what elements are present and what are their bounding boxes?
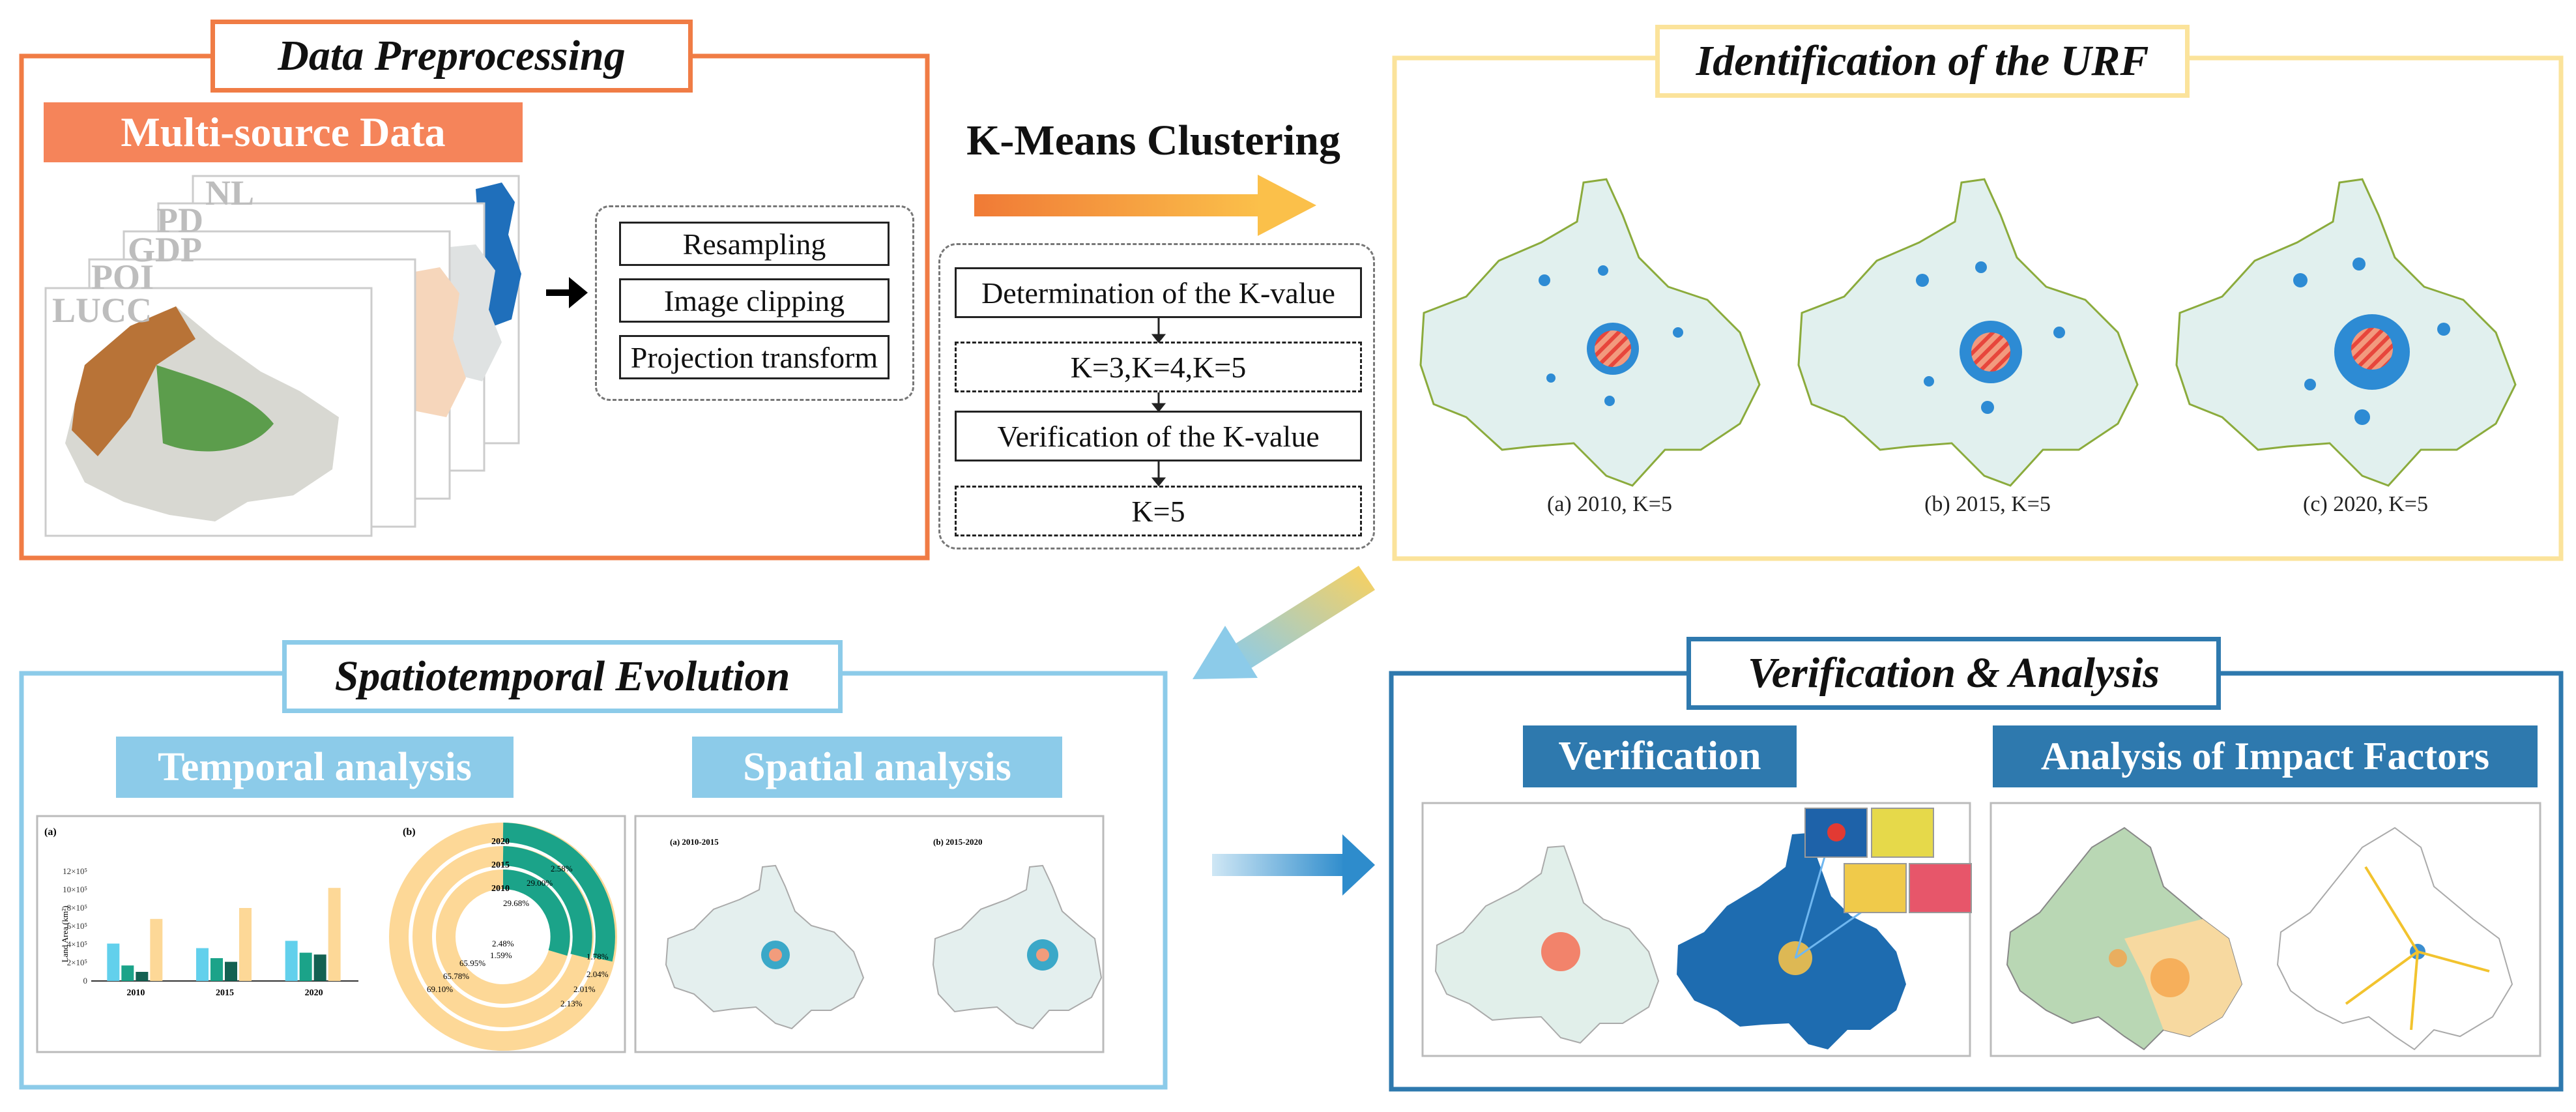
step-image-clipping: Image clipping — [619, 278, 890, 323]
donut-pct-3: 29.68% — [503, 898, 530, 908]
donut-pct-6: 2.48% — [492, 939, 514, 948]
donut-pct-10: 69.10% — [427, 984, 454, 994]
verification-insets — [1804, 808, 1972, 913]
layer-label-poi: POI — [91, 257, 154, 297]
step-k-determination: Determination of the K-value — [955, 267, 1362, 318]
layer-label-lucc: LUCC — [52, 291, 152, 330]
bar-y-tick: 12×10⁵ — [63, 866, 87, 876]
donut-year-2010: 2010 — [491, 884, 510, 894]
impact-map-right — [2276, 827, 2513, 1051]
temporal-analysis-banner: Temporal analysis — [116, 737, 514, 798]
step-k-verification: Verification of the K-value — [955, 411, 1362, 461]
multi-source-data-banner: Multi-source Data — [44, 102, 523, 162]
bar — [210, 958, 223, 981]
urf-map-2010 — [1419, 178, 1761, 487]
diagonal-arrow — [1193, 566, 1375, 679]
preprocessing-steps-container — [595, 205, 914, 401]
temporal-panel-a-label: (a) — [44, 827, 57, 838]
impact-map-left — [2006, 827, 2243, 1051]
layer-label-pd: PD — [156, 201, 203, 240]
layer-label-gdp: GDP — [128, 230, 202, 269]
bar — [150, 918, 163, 981]
urf-title: Identification of the URF — [1655, 25, 2190, 98]
donut-year-2020: 2020 — [491, 837, 510, 847]
bar — [196, 948, 209, 981]
temporal-bar-chart: 0 2×10⁵ 4×10⁵ 6×10⁵ 8×10⁵ 10×10⁵ 12×10⁵ 2010 201… — [63, 866, 358, 998]
bar-category-label: 2010 — [126, 988, 145, 998]
donut-pct-9: 65.78% — [443, 971, 470, 981]
bar — [107, 943, 120, 981]
bar-category-label: 2020 — [305, 988, 323, 998]
donut-pct-1: 2.58% — [551, 864, 573, 873]
temporal-panel-b-label: (b) — [403, 827, 416, 838]
step-k-result: K=5 — [955, 486, 1362, 536]
bar — [285, 941, 298, 981]
verification-banner: Verification — [1523, 725, 1797, 787]
blue-arrow — [1212, 834, 1375, 896]
bar — [313, 954, 326, 981]
donut-pct-5: 2.04% — [586, 969, 609, 979]
donut-pct-12: 2.13% — [560, 999, 583, 1008]
bar-y-tick: 8×10⁵ — [67, 903, 87, 913]
verification-map-left — [1434, 845, 1660, 1044]
kmeans-arrow — [974, 175, 1316, 236]
step-projection-transform: Projection transform — [619, 335, 890, 379]
spatiotemporal-title: Spatiotemporal Evolution — [282, 640, 843, 713]
urf-caption-2020: (c) 2020, K=5 — [2303, 492, 2428, 516]
donut-pct-11: 2.01% — [573, 984, 596, 994]
spatial-map-b — [932, 864, 1103, 1030]
donut-pct-7: 1.59% — [490, 950, 512, 960]
kmeans-step-arrows — [1151, 318, 1166, 487]
bar — [225, 961, 237, 981]
bar-chart-ylabel: Land Area (km²) — [60, 905, 70, 963]
step-resampling: Resampling — [619, 222, 890, 266]
small-black-arrow — [546, 277, 588, 308]
spatial-map-a — [665, 864, 865, 1030]
urf-map-2020 — [2175, 178, 2517, 487]
donut-pct-2: 29.00% — [527, 878, 553, 888]
bar — [136, 972, 149, 981]
bar-y-tick: 10×10⁵ — [63, 885, 87, 894]
kmeans-steps-container — [938, 243, 1375, 549]
donut-year-2015: 2015 — [491, 860, 510, 870]
layer-stack — [44, 175, 521, 537]
bar-y-tick: 4×10⁵ — [67, 939, 87, 949]
spatial-analysis-banner: Spatial analysis — [692, 737, 1062, 798]
bar — [328, 888, 341, 981]
urf-caption-2015: (b) 2015, K=5 — [1924, 492, 2051, 516]
bar — [299, 952, 312, 981]
donut-pct-4: 1.78% — [586, 952, 609, 961]
bar-category-label: 2015 — [216, 988, 234, 998]
bar-y-tick: 2×10⁵ — [67, 958, 87, 967]
bar-y-tick: 6×10⁵ — [67, 921, 87, 931]
spatial-label-b: (b) 2015-2020 — [933, 837, 983, 847]
bar — [239, 908, 252, 981]
urf-map-2015 — [1797, 178, 2139, 487]
donut-chart — [389, 823, 617, 1051]
preprocessing-title: Data Preprocessing — [210, 20, 693, 93]
bar — [121, 965, 134, 981]
impact-factors-banner: Analysis of Impact Factors — [1993, 725, 2538, 787]
bar-y-tick: 0 — [83, 976, 88, 986]
verification-title: Verification & Analysis — [1686, 637, 2221, 710]
spatial-label-a: (a) 2010-2015 — [670, 837, 719, 847]
urf-caption-2010: (a) 2010, K=5 — [1547, 492, 1672, 516]
kmeans-title: K-Means Clustering — [966, 117, 1340, 164]
donut-pct-8: 65.95% — [459, 958, 486, 968]
layer-label-nl: NL — [205, 173, 255, 212]
